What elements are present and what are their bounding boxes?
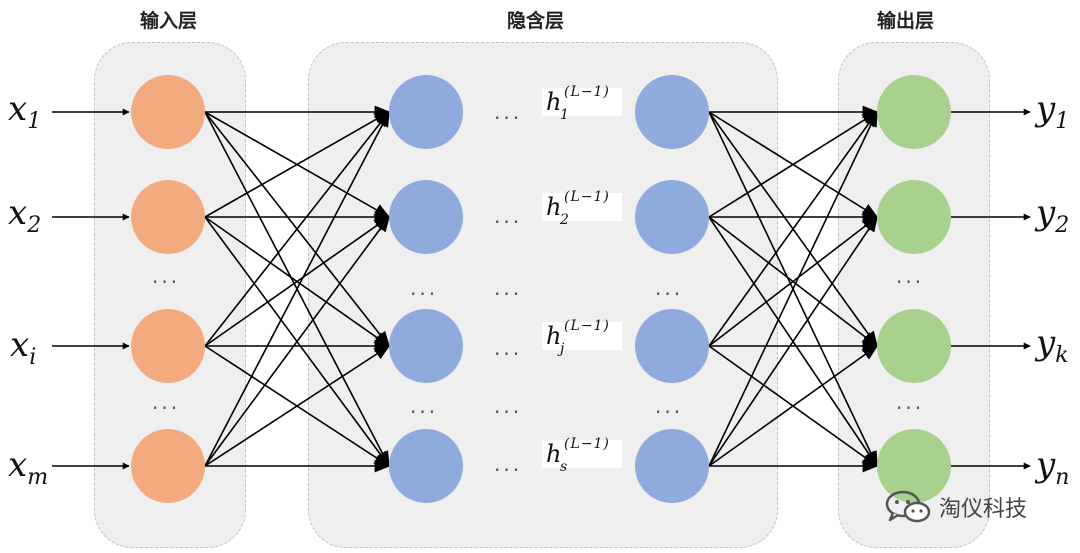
ellipsis: ···: [152, 396, 181, 420]
input-node: [131, 75, 205, 149]
output-node: [877, 429, 951, 503]
ellipsis: ···: [655, 282, 684, 306]
output-label-n: yn: [1036, 445, 1070, 490]
ellipsis: ···: [410, 400, 439, 424]
connection-edge: [708, 111, 879, 218]
hidden-layer-title: 隐含层: [507, 10, 565, 32]
ellipsis: ···: [896, 396, 925, 420]
hidden-node: [635, 180, 709, 254]
edge-group: [52, 105, 1031, 473]
output-layer-title: 输出层: [877, 10, 935, 32]
connection-edge: [708, 110, 878, 347]
connection-edge: [708, 215, 878, 467]
connection-edge: [204, 111, 391, 218]
input-label-1: x1: [8, 89, 42, 134]
input-label-m: xm: [8, 445, 49, 490]
connection-edge: [708, 110, 878, 467]
hidden-node: [389, 309, 463, 383]
connection-edge: [204, 110, 390, 347]
input-node: [131, 180, 205, 254]
ellipsis: ···: [494, 458, 523, 482]
output-node: [877, 180, 951, 254]
watermark: 淘仪科技: [885, 490, 1027, 524]
input-node: [131, 309, 205, 383]
connection-edge: [708, 345, 879, 467]
ellipsis: ···: [494, 210, 523, 234]
ellipsis: ···: [896, 270, 925, 294]
hidden-node: [635, 309, 709, 383]
ellipsis: ···: [494, 282, 523, 306]
output-node: [877, 75, 951, 149]
wechat-icon: [885, 490, 931, 523]
hidden-node: [635, 429, 709, 503]
output-label-k: yk: [1036, 323, 1069, 368]
connection-edge: [204, 216, 391, 347]
ellipsis: ···: [152, 270, 181, 294]
hidden-node: [635, 75, 709, 149]
connection-edge: [204, 110, 390, 467]
input-label-i: xi: [10, 325, 37, 370]
ellipsis: ···: [494, 342, 523, 366]
input-layer-title: 输入层: [140, 10, 198, 32]
hidden-label-1: h(L−1)1: [542, 85, 622, 122]
hidden-node: [389, 429, 463, 503]
output-label-1: y1: [1036, 89, 1070, 134]
connection-edge: [708, 216, 879, 347]
input-node: [131, 429, 205, 503]
connection-edge: [204, 345, 391, 467]
ellipsis: ···: [410, 282, 439, 306]
ellipsis: ···: [494, 400, 523, 424]
ellipsis: ···: [655, 400, 684, 424]
hidden-label-j: h(L−1)j: [542, 319, 622, 356]
hidden-label-s: h(L−1)s: [542, 437, 622, 474]
connection-edge: [204, 215, 390, 467]
watermark-text: 淘仪科技: [939, 497, 1028, 522]
output-label-2: y2: [1036, 193, 1070, 238]
input-label-2: x2: [8, 193, 42, 238]
hidden-node: [389, 75, 463, 149]
hidden-node: [389, 180, 463, 254]
node-group: [131, 75, 951, 503]
hidden-label-2: h(L−1)2: [542, 190, 622, 227]
ellipsis: ···: [494, 106, 523, 130]
output-node: [877, 309, 951, 383]
